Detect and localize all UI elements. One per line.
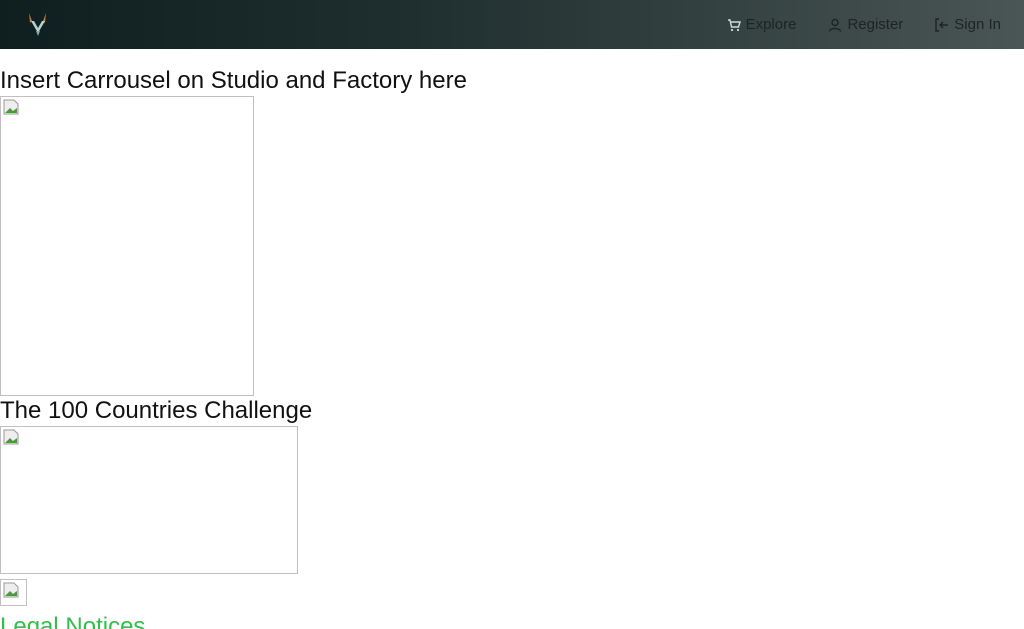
nav-explore-link[interactable]: Explore [727, 16, 797, 33]
broken-image-icon [3, 99, 19, 115]
nav-explore-label: Explore [745, 16, 797, 33]
top-navbar: Explore Register Sign In [0, 0, 1024, 49]
user-icon [829, 18, 842, 32]
countries-challenge-image [0, 426, 298, 574]
logo-icon[interactable] [26, 11, 50, 37]
cart-icon [727, 18, 741, 31]
nav-sign-in-label: Sign In [954, 16, 1001, 33]
broken-image-icon [3, 582, 19, 598]
studio-factory-image [0, 96, 254, 396]
countries-challenge-heading: The 100 Countries Challenge [0, 397, 313, 424]
nav-register-label: Register [847, 16, 904, 33]
sign-in-icon [935, 17, 949, 32]
carousel-placeholder-heading: Insert Carrousel on Studio and Factory h… [0, 67, 467, 94]
legal-notices-link[interactable]: Legal Notices [0, 613, 146, 629]
small-image [0, 579, 27, 606]
nav-sign-in-link[interactable]: Sign In [935, 16, 1001, 33]
broken-image-icon [3, 429, 19, 445]
nav-register-link[interactable]: Register [828, 16, 903, 33]
